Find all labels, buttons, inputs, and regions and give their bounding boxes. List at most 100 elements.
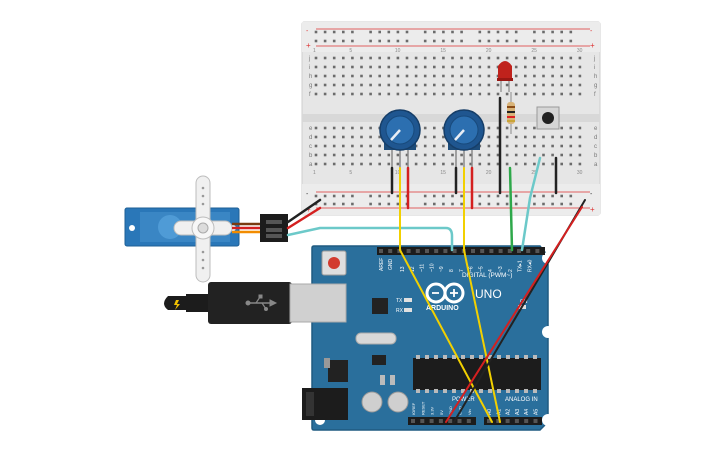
pin-socket[interactable] [505, 419, 510, 423]
pin-socket[interactable] [425, 249, 429, 253]
pin-socket[interactable] [514, 419, 519, 423]
rail-hole [351, 194, 354, 198]
rail-hole [314, 30, 318, 34]
breadboard-hole [569, 65, 573, 69]
rail-hole [514, 194, 518, 198]
breadboard-hole [351, 83, 354, 87]
chip-pin [434, 355, 438, 359]
breadboard-hole [442, 92, 445, 96]
breadboard-hole [533, 83, 536, 87]
breadboard-hole [405, 65, 409, 69]
breadboard-hole [569, 126, 573, 130]
rail-hole [387, 202, 391, 206]
resistor[interactable] [507, 92, 515, 134]
pin-socket[interactable] [487, 419, 491, 423]
breadboard-hole [342, 74, 345, 78]
pin-socket[interactable] [496, 419, 501, 423]
column-number: 20 [486, 48, 492, 54]
rail-hole [332, 194, 336, 198]
pin-socket[interactable] [434, 249, 439, 253]
column-number: 1 [313, 48, 316, 54]
rail-hole [514, 39, 518, 43]
breadboard-hole [533, 135, 536, 139]
column-number: 5 [349, 48, 352, 54]
breadboard-hole [360, 65, 363, 69]
breadboard-hole [542, 144, 545, 148]
breadboard-hole [578, 65, 582, 69]
pin-socket[interactable] [471, 249, 475, 253]
arduino-logo-icon [425, 282, 465, 304]
breadboard-hole [342, 162, 345, 166]
pin-socket[interactable] [526, 249, 531, 253]
pin-socket[interactable] [443, 249, 448, 253]
pin-socket[interactable] [379, 249, 383, 253]
pin-socket[interactable] [388, 249, 393, 253]
breadboard-hole [369, 126, 372, 130]
power-label: POWER [452, 397, 475, 403]
rail-hole [342, 39, 345, 43]
rail-hole [569, 30, 573, 34]
pin-socket[interactable] [480, 249, 485, 253]
pin-socket[interactable] [466, 419, 471, 423]
rail-hole [332, 202, 336, 206]
breadboard-hole [442, 83, 445, 87]
potentiometer-left[interactable] [379, 109, 421, 168]
pin-socket[interactable] [415, 249, 420, 253]
breadboard-hole [351, 56, 354, 60]
breadboard-hole [496, 162, 500, 166]
breadboard-hole [323, 74, 327, 78]
breadboard-hole [332, 56, 336, 60]
pin-socket[interactable] [535, 249, 540, 253]
breadboard-hole [578, 144, 582, 148]
breadboard-hole [414, 144, 418, 148]
column-number: 25 [531, 48, 537, 54]
digital-pin-label: TX▸1 [518, 260, 524, 272]
breadboard-hole [414, 56, 418, 60]
push-button[interactable] [536, 106, 560, 130]
pin-socket[interactable] [524, 419, 529, 423]
rail-hole [496, 39, 500, 43]
rail-hole [378, 194, 381, 198]
pin-socket[interactable] [397, 249, 402, 253]
breadboard-hole [542, 56, 545, 60]
red-led[interactable] [497, 61, 513, 92]
breadboard-hole [387, 92, 391, 96]
rail-hole [505, 194, 509, 198]
pin-socket[interactable] [438, 419, 443, 423]
potentiometer-right[interactable] [443, 109, 485, 168]
pin-socket[interactable] [429, 419, 434, 423]
breadboard-hole [569, 162, 573, 166]
pin-socket[interactable] [406, 249, 411, 253]
rail-hole [396, 39, 400, 43]
chip-pin [506, 389, 510, 393]
pin-socket[interactable] [533, 419, 538, 423]
breadboard-hole [323, 135, 327, 139]
reset-button-cap[interactable] [328, 257, 340, 269]
chip-pin [479, 389, 483, 393]
rail-hole [369, 202, 372, 206]
breadboard-hole [378, 144, 381, 148]
breadboard-hole [342, 92, 345, 96]
rail-hole [323, 39, 327, 43]
pin-socket[interactable] [517, 249, 521, 253]
rail-hole [487, 194, 491, 198]
breadboard-hole [560, 65, 563, 69]
pin-socket[interactable] [452, 249, 457, 253]
pin-socket[interactable] [420, 419, 425, 423]
rail-hole [478, 39, 482, 43]
pin-socket[interactable] [448, 419, 453, 423]
breadboard-hole [560, 83, 563, 87]
breadboard-hole [314, 144, 318, 148]
pin-socket[interactable] [489, 249, 494, 253]
digital-pin-label: ~5 [478, 266, 484, 272]
pin-socket[interactable] [457, 419, 462, 423]
pin-socket[interactable] [507, 249, 512, 253]
pin-socket[interactable] [411, 419, 415, 423]
breadboard-hole [460, 153, 463, 157]
breadboard-hole [496, 56, 500, 60]
top-power-rail [302, 22, 600, 52]
rail-hole [323, 194, 327, 198]
breadboard-hole [351, 65, 354, 69]
pin-socket[interactable] [498, 249, 503, 253]
chip-pin [452, 355, 456, 359]
